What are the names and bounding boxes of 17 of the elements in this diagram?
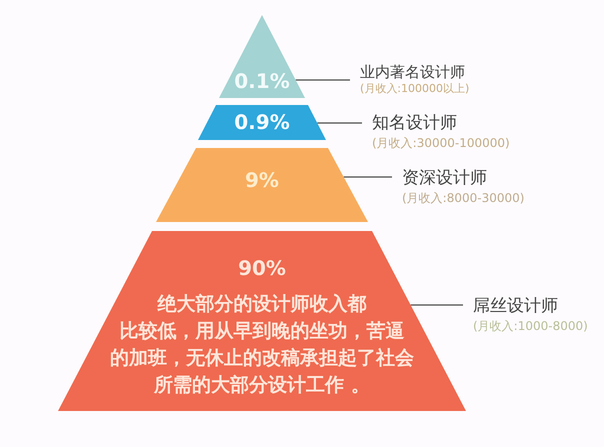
income-range: (月收入:1000-8000) xyxy=(473,318,588,334)
tier-label: 资深设计师 xyxy=(402,168,487,188)
leader-line xyxy=(344,176,392,178)
percentage-label: 0.9% xyxy=(234,110,290,134)
percentage-label: 0.1% xyxy=(234,69,290,93)
leader-line xyxy=(296,79,350,81)
tier-label: 业内著名设计师 xyxy=(360,63,465,81)
leader-line xyxy=(317,122,362,124)
income-range: (月收入:8000-30000) xyxy=(402,190,524,206)
income-range: (月收入:30000-100000) xyxy=(372,135,510,151)
tier-label: 屌丝设计师 xyxy=(473,296,558,316)
tier-label: 知名设计师 xyxy=(372,113,457,133)
percentage-label: 90% xyxy=(238,256,286,280)
leader-line xyxy=(410,304,463,306)
percentage-label: 9% xyxy=(245,168,279,192)
description-text: 绝大部分的设计师收入都比较低，用从早到晚的坐功，苦逼的加班，无休止的改稿承担起了社会所需的大部分设计工作 。 xyxy=(109,292,415,398)
income-range: (月收入:100000以上) xyxy=(360,81,470,97)
